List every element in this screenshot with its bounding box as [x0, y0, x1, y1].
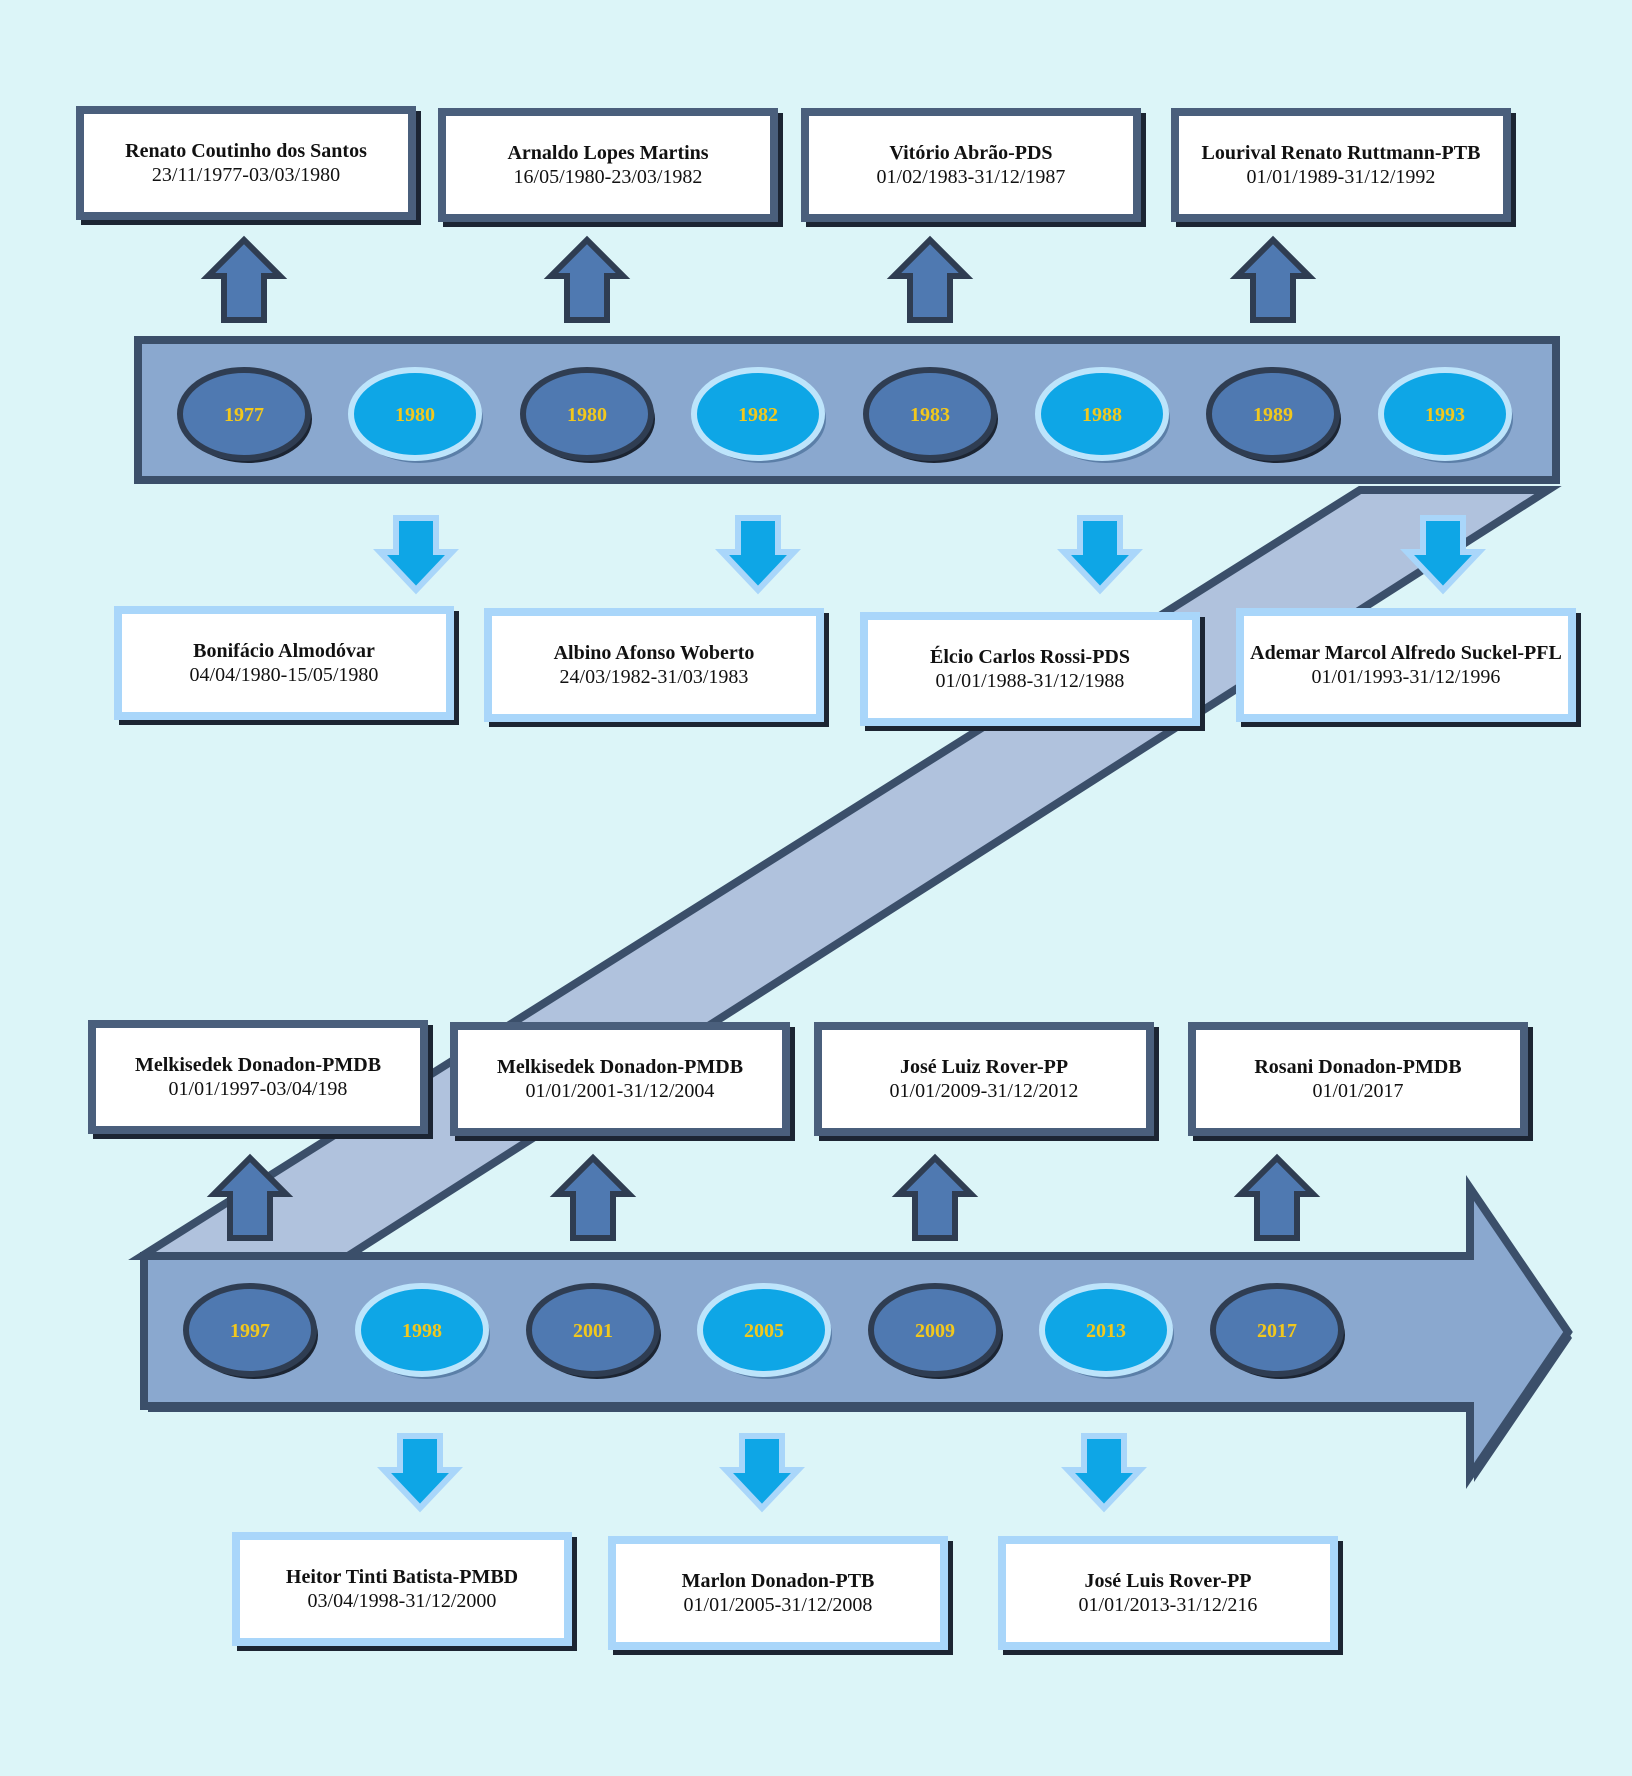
diagonal-connector-band [128, 486, 1562, 1260]
year-oval [1039, 1283, 1173, 1377]
term-name: Renato Coutinho dos Santos [125, 140, 367, 162]
down-arrow-icon [1061, 1433, 1147, 1513]
year-label: 1998 [402, 1320, 442, 1342]
year-label: 2005 [744, 1320, 784, 1342]
term-dates: 01/01/1997-03/04/198 [168, 1078, 348, 1100]
term-box-jose-luis-rover: José Luis Rover-PP 01/01/2013-31/12/216 [998, 1536, 1338, 1650]
down-arrow-icon [719, 1433, 805, 1513]
term-box-ademar-suckel: Ademar Marcol Alfredo Suckel-PFL 01/01/1… [1236, 608, 1576, 722]
timeline-arrow-band [140, 1175, 1573, 1489]
year-label: 1980 [395, 404, 435, 426]
term-dates: 01/01/2017 [1312, 1080, 1404, 1102]
term-box-renato-coutinho: Renato Coutinho dos Santos 23/11/1977-03… [76, 106, 416, 220]
term-dates: 01/01/2005-31/12/2008 [683, 1594, 873, 1616]
term-dates: 04/04/1980-15/05/1980 [189, 664, 379, 686]
year-label: 2017 [1257, 1320, 1297, 1342]
term-name: Albino Afonso Woberto [553, 642, 755, 664]
term-box-jose-luiz-rover: José Luiz Rover-PP 01/01/2009-31/12/2012 [814, 1022, 1154, 1136]
term-box-lourival-ruttmann: Lourival Renato Ruttmann-PTB 01/01/1989-… [1171, 108, 1511, 222]
term-name: Vitório Abrão-PDS [889, 142, 1053, 164]
year-oval [355, 1283, 489, 1377]
term-name: Rosani Donadon-PMDB [1254, 1056, 1462, 1078]
term-dates: 01/01/2013-31/12/216 [1078, 1594, 1258, 1616]
up-arrow-icon [206, 1153, 294, 1241]
term-name: José Luis Rover-PP [1084, 1570, 1252, 1592]
year-oval [348, 367, 482, 461]
term-box-rosani-donadon: Rosani Donadon-PMDB 01/01/2017 [1188, 1022, 1528, 1136]
year-label: 1997 [230, 1320, 270, 1342]
down-arrow-icon [373, 515, 459, 595]
term-box-albino-woberto: Albino Afonso Woberto 24/03/1982-31/03/1… [484, 608, 824, 722]
year-label: 1983 [910, 404, 950, 426]
up-arrow-icon [549, 1153, 637, 1241]
term-name: Ademar Marcol Alfredo Suckel-PFL [1250, 642, 1562, 664]
down-arrow-icon [377, 1433, 463, 1513]
up-arrow-icon [543, 235, 631, 323]
term-dates: 03/04/1998-31/12/2000 [307, 1590, 497, 1612]
term-dates: 01/01/1988-31/12/1988 [935, 670, 1125, 692]
year-oval [868, 1283, 1002, 1377]
term-dates: 16/05/1980-23/03/1982 [513, 166, 703, 188]
year-oval [520, 367, 654, 461]
year-oval [526, 1283, 660, 1377]
term-name: José Luiz Rover-PP [899, 1056, 1069, 1078]
year-label: 1989 [1253, 404, 1293, 426]
term-box-heitor-batista: Heitor Tinti Batista-PMBD 03/04/1998-31/… [232, 1532, 572, 1646]
term-name: Arnaldo Lopes Martins [507, 142, 709, 164]
year-label: 1993 [1425, 404, 1465, 426]
year-oval [1210, 1283, 1344, 1377]
term-dates: 01/01/1989-31/12/1992 [1246, 166, 1436, 188]
year-label: 2013 [1086, 1320, 1126, 1342]
term-name: Lourival Renato Ruttmann-PTB [1201, 142, 1481, 164]
term-box-elcio-rossi: Élcio Carlos Rossi-PDS 01/01/1988-31/12/… [860, 612, 1200, 726]
year-oval [177, 367, 311, 461]
term-name: Élcio Carlos Rossi-PDS [930, 646, 1130, 668]
term-dates: 23/11/1977-03/03/1980 [151, 164, 341, 186]
term-name: Heitor Tinti Batista-PMBD [285, 1566, 519, 1588]
up-arrow-icon [1233, 1153, 1321, 1241]
year-label: 2009 [915, 1320, 955, 1342]
year-label: 1982 [738, 404, 778, 426]
up-arrow-icon [891, 1153, 979, 1241]
year-label: 1977 [224, 404, 264, 426]
term-box-vitorio-abrao: Vitório Abrão-PDS 01/02/1983-31/12/1987 [801, 108, 1141, 222]
up-arrow-icon [886, 235, 974, 323]
year-label: 2001 [573, 1320, 613, 1342]
term-dates: 24/03/1982-31/03/1983 [559, 666, 749, 688]
term-dates: 01/01/1993-31/12/1996 [1311, 666, 1501, 688]
up-arrow-icon [1229, 235, 1317, 323]
term-box-bonifacio-almodovar: Bonifácio Almodóvar 04/04/1980-15/05/198… [114, 606, 454, 720]
term-box-melkisedek-2001: Melkisedek Donadon-PMDB 01/01/2001-31/12… [450, 1022, 790, 1136]
year-label: 1980 [567, 404, 607, 426]
term-box-melkisedek-1997: Melkisedek Donadon-PMDB 01/01/1997-03/04… [88, 1020, 428, 1134]
year-oval [1378, 367, 1512, 461]
year-oval [183, 1283, 317, 1377]
year-oval [1206, 367, 1340, 461]
term-dates: 01/01/2001-31/12/2004 [525, 1080, 715, 1102]
down-arrow-icon [1057, 515, 1143, 595]
year-oval [863, 367, 997, 461]
term-box-marlon-donadon: Marlon Donadon-PTB 01/01/2005-31/12/2008 [608, 1536, 948, 1650]
term-name: Marlon Donadon-PTB [681, 1570, 875, 1592]
down-arrow-icon [1400, 515, 1486, 595]
down-arrow-icon [715, 515, 801, 595]
term-name: Bonifácio Almodóvar [193, 640, 375, 662]
term-name: Melkisedek Donadon-PMDB [134, 1054, 382, 1076]
term-dates: 01/01/2009-31/12/2012 [889, 1080, 1079, 1102]
year-label: 1988 [1082, 404, 1122, 426]
year-oval [691, 367, 825, 461]
term-name: Melkisedek Donadon-PMDB [496, 1056, 744, 1078]
term-box-arnaldo-lopes: Arnaldo Lopes Martins 16/05/1980-23/03/1… [438, 108, 778, 222]
term-dates: 01/02/1983-31/12/1987 [876, 166, 1066, 188]
year-oval [697, 1283, 831, 1377]
year-oval [1035, 367, 1169, 461]
up-arrow-icon [200, 235, 288, 323]
